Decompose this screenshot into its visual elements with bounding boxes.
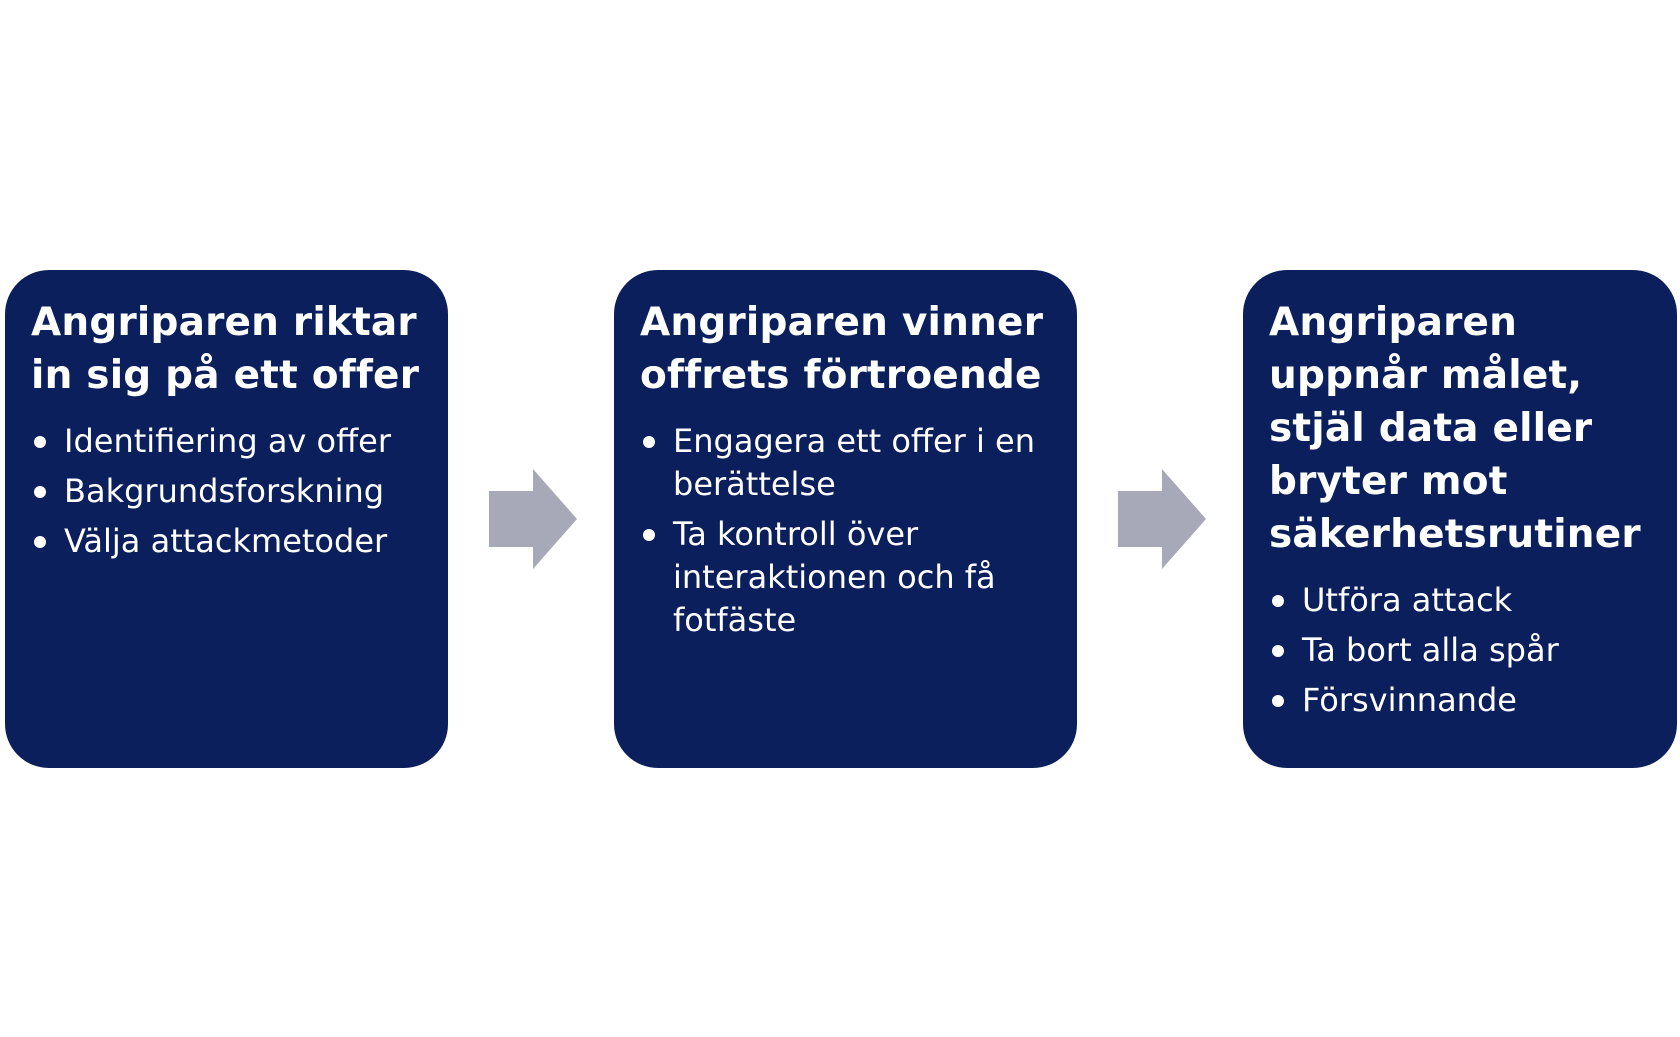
step-title: Angriparen riktar in sig på ett offer bbox=[31, 300, 420, 398]
step-box-1: Angriparen riktar in sig på ett offer Id… bbox=[5, 270, 448, 768]
right-arrow-icon bbox=[489, 469, 577, 569]
bullet-text: Försvinnande bbox=[1302, 681, 1517, 719]
bullet-dot-icon bbox=[643, 529, 655, 541]
bullet-dot-icon bbox=[1272, 595, 1284, 607]
step-bullet: Välja attackmetoder bbox=[31, 520, 422, 563]
step-title: Angriparen uppnår målet, stjäl data elle… bbox=[1269, 300, 1641, 557]
step-bullet: Försvinnande bbox=[1269, 679, 1651, 722]
arrow-shape bbox=[489, 469, 577, 569]
bullet-dot-icon bbox=[643, 436, 655, 448]
step-bullet: Ta kontroll över interaktionen och få fo… bbox=[640, 513, 1051, 642]
step-bullet: Identifiering av offer bbox=[31, 420, 422, 463]
step-bullet-list: Utföra attack Ta bort alla spår Försvinn… bbox=[1269, 579, 1651, 722]
step-bullet: Bakgrundsforskning bbox=[31, 470, 422, 513]
step-bullet: Ta bort alla spår bbox=[1269, 629, 1651, 672]
bullet-text: Identifiering av offer bbox=[64, 422, 391, 460]
step-bullet-list: Engagera ett offer i en berättelse Ta ko… bbox=[640, 420, 1051, 642]
step-bullet-list: Identifiering av offer Bakgrundsforsknin… bbox=[31, 420, 422, 563]
bullet-dot-icon bbox=[34, 536, 46, 548]
bullet-text: Ta kontroll över interaktionen och få fo… bbox=[673, 515, 996, 639]
arrow-shape bbox=[1118, 469, 1206, 569]
bullet-text: Bakgrundsforskning bbox=[64, 472, 385, 510]
step-box-2: Angriparen vinner offrets förtroende Eng… bbox=[614, 270, 1077, 768]
bullet-dot-icon bbox=[1272, 645, 1284, 657]
bullet-dot-icon bbox=[1272, 695, 1284, 707]
bullet-text: Utföra attack bbox=[1302, 581, 1513, 619]
step-bullet: Engagera ett offer i en berättelse bbox=[640, 420, 1051, 506]
step-title: Angriparen vinner offrets förtroende bbox=[640, 300, 1044, 398]
right-arrow-icon bbox=[1118, 469, 1206, 569]
bullet-text: Välja attackmetoder bbox=[64, 522, 388, 560]
bullet-dot-icon bbox=[34, 486, 46, 498]
step-box-3: Angriparen uppnår målet, stjäl data elle… bbox=[1243, 270, 1677, 768]
step-bullet: Utföra attack bbox=[1269, 579, 1651, 622]
bullet-text: Engagera ett offer i en berättelse bbox=[673, 422, 1035, 503]
bullet-dot-icon bbox=[34, 436, 46, 448]
bullet-text: Ta bort alla spår bbox=[1302, 631, 1559, 669]
